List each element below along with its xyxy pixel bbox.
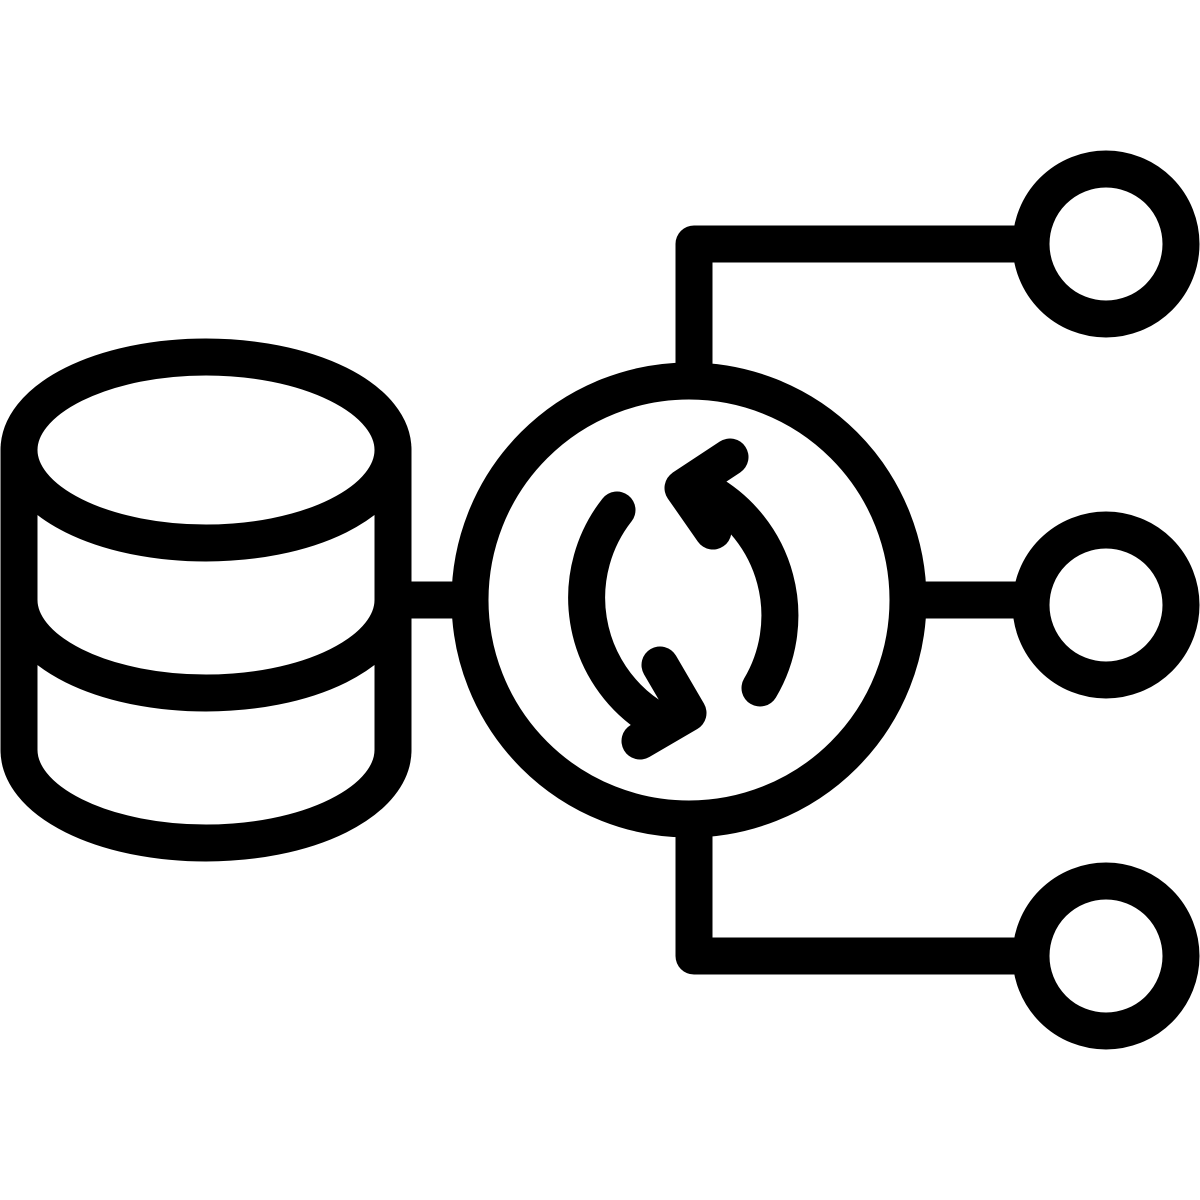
- sync-hub-icon: [451, 362, 927, 838]
- network-branch-icon: [675, 225, 1049, 975]
- node-bottom-icon: [1012, 862, 1200, 1050]
- refresh-arrow-left-head: [621, 646, 707, 760]
- branch-top: [675, 225, 1049, 400]
- database-middle-arc: [0, 581, 412, 712]
- refresh-arrow-right-arc: [689, 473, 799, 707]
- node-top-icon: [1012, 150, 1200, 338]
- database-bottom-arc: [0, 731, 412, 862]
- refresh-arrow-right-head: [664, 438, 749, 550]
- database-top-ellipse: [0, 338, 412, 562]
- node-middle-icon: [1012, 511, 1200, 699]
- refresh-arrow-left-arc: [568, 491, 669, 735]
- refresh-icon: [568, 438, 799, 760]
- database-icon: [0, 338, 412, 862]
- branch-bottom: [675, 800, 1049, 975]
